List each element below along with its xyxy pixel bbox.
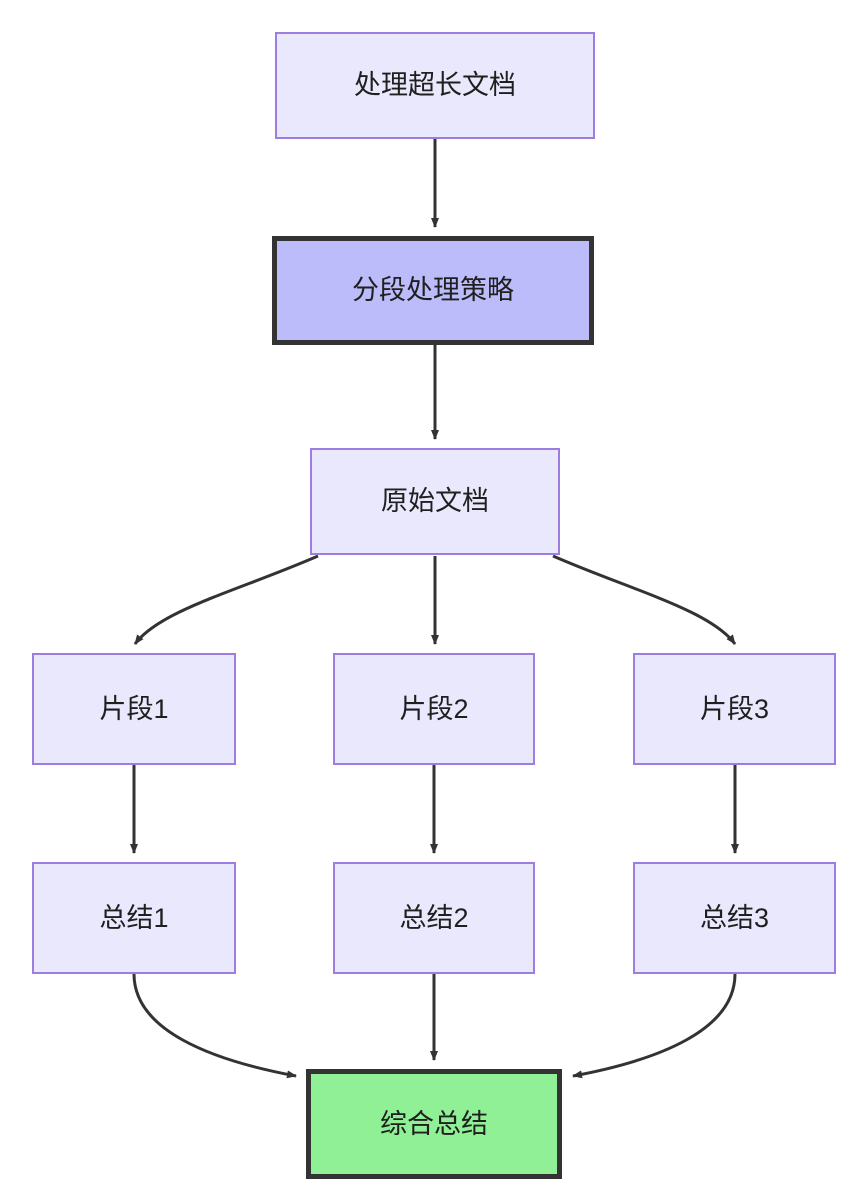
node-label: 原始文档 [381, 486, 489, 517]
node-label: 综合总结 [380, 1108, 488, 1139]
node-summary-1[interactable]: 总结1 [32, 862, 236, 974]
edge-source-to-chunk1 [133, 554, 319, 645]
node-summary-2[interactable]: 总结2 [333, 862, 535, 974]
node-chunk-2[interactable]: 片段2 [333, 653, 535, 765]
node-label: 总结3 [699, 902, 770, 933]
node-label: 片段1 [99, 693, 169, 724]
node-process-long-document[interactable]: 处理超长文档 [275, 32, 595, 139]
edge-sum1-to-final [132, 973, 297, 1079]
node-label: 片段2 [399, 693, 469, 724]
node-label: 总结2 [399, 902, 469, 933]
node-chunking-strategy[interactable]: 分段处理策略 [272, 236, 594, 345]
node-label: 处理超长文档 [354, 70, 516, 101]
node-label: 分段处理策略 [352, 275, 514, 306]
edge-source-to-chunk3 [552, 554, 737, 645]
node-label: 片段3 [699, 693, 770, 724]
node-summary-3[interactable]: 总结3 [633, 862, 836, 974]
node-source-document[interactable]: 原始文档 [310, 448, 560, 555]
node-label: 总结1 [99, 902, 169, 933]
node-final-summary[interactable]: 综合总结 [306, 1069, 562, 1179]
node-chunk-1[interactable]: 片段1 [32, 653, 236, 765]
node-chunk-3[interactable]: 片段3 [633, 653, 836, 765]
edge-sum3-to-final [572, 973, 737, 1079]
